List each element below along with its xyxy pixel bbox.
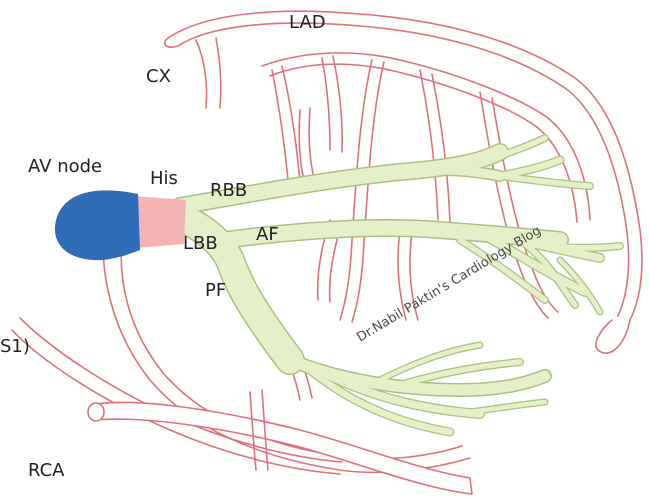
his-bundle: [134, 196, 186, 248]
label-his: His: [150, 168, 178, 189]
rca-tube: [96, 402, 472, 494]
label-pf: PF: [205, 280, 226, 301]
av-node: [55, 190, 140, 260]
label-lbb: LBB: [183, 233, 218, 254]
label-s1: S1): [0, 336, 30, 357]
watermark: Dr.Nabil Paktin's Cardiology Blog: [354, 223, 544, 345]
label-af: AF: [256, 224, 279, 245]
label-cx: CX: [146, 66, 171, 87]
septal-branch-6: [299, 108, 314, 180]
label-rca: RCA: [28, 460, 65, 481]
label-av-node: AV node: [28, 156, 102, 177]
cx-artery: [196, 38, 221, 108]
septal-branch-2: [322, 56, 342, 152]
apex-artery: [596, 320, 630, 353]
label-lad: LAD: [289, 12, 326, 33]
lad-cap: [165, 38, 178, 47]
septal-branch-1: [272, 66, 300, 182]
septal-branch-3: [340, 60, 384, 322]
septal-branch-4: [420, 70, 450, 222]
rca-tube-opening: [88, 403, 104, 421]
conduction-system: [55, 138, 620, 432]
label-rbb: RBB: [210, 180, 247, 201]
